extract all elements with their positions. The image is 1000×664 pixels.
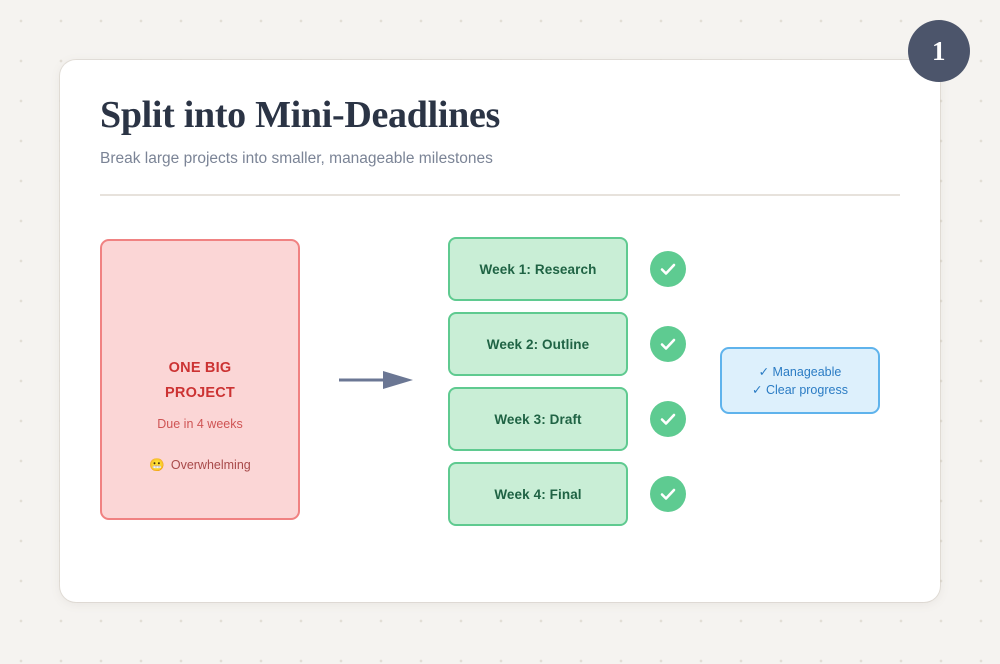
milestone-box-week-2[interactable]: Week 2: Outline	[448, 312, 628, 376]
right-arrow-icon	[339, 371, 413, 389]
milestone-box-week-1[interactable]: Week 1: Research	[448, 237, 628, 301]
big-project-feeling: 😬 Overwhelming	[149, 458, 250, 472]
big-project-due: Due in 4 weeks	[157, 417, 243, 431]
benefit-item: ✓ Manageable	[758, 365, 842, 379]
benefit-item: ✓ Clear progress	[752, 383, 848, 397]
milestone-row[interactable]: Week 4: Final	[448, 462, 688, 526]
big-project-title: ONE BIG PROJECT	[165, 356, 235, 406]
milestone-box-week-3[interactable]: Week 3: Draft	[448, 387, 628, 451]
check-circle-icon	[650, 476, 686, 512]
big-project-title-line2: PROJECT	[165, 385, 235, 401]
milestone-row[interactable]: Week 1: Research	[448, 237, 688, 301]
step-number-badge: 1	[908, 20, 970, 82]
milestone-row[interactable]: Week 2: Outline	[448, 312, 688, 376]
worried-face-emoji: 😬	[149, 457, 165, 472]
check-circle-icon	[650, 251, 686, 287]
step-number-label: 1	[932, 35, 946, 66]
slide-card: 1 Split into Mini-Deadlines Break large …	[60, 20, 970, 602]
benefits-callout: ✓ Manageable ✓ Clear progress	[720, 347, 880, 414]
milestone-box-week-4[interactable]: Week 4: Final	[448, 462, 628, 526]
page-subtitle: Break large projects into smaller, manag…	[100, 150, 493, 167]
big-project-card: ONE BIG PROJECT Due in 4 weeks 😬 Overwhe…	[100, 239, 300, 520]
page-title: Split into Mini-Deadlines	[100, 94, 500, 136]
header-divider	[100, 194, 900, 196]
big-project-feeling-label: Overwhelming	[170, 458, 251, 472]
milestone-list: Week 1: Research Week 2: Outline Week 3:…	[448, 237, 688, 526]
milestone-row[interactable]: Week 3: Draft	[448, 387, 688, 451]
check-circle-icon	[650, 326, 686, 362]
check-circle-icon	[650, 401, 686, 437]
big-project-title-line1: ONE BIG	[168, 360, 232, 376]
